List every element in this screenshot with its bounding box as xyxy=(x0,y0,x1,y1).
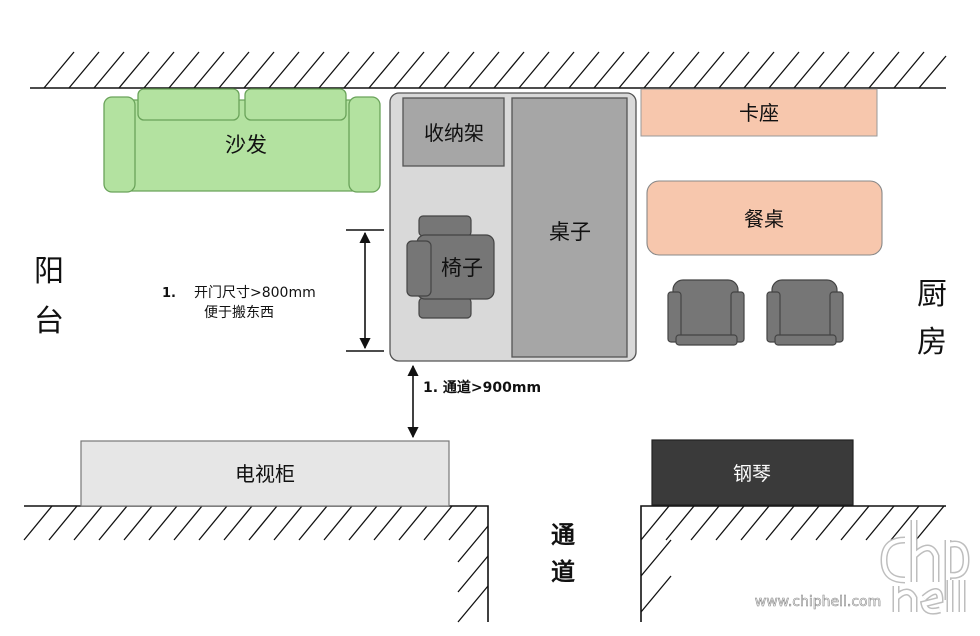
passage-label-1: 通 xyxy=(551,521,575,549)
sofa-label: 沙发 xyxy=(225,133,267,157)
desk-label: 桌子 xyxy=(549,220,591,244)
watermark: www.chiphell.com xyxy=(754,520,970,615)
door-note-line1: 开门尺寸>800mm xyxy=(194,285,316,301)
watermark-site: www.chiphell.com xyxy=(755,594,881,610)
chair-label: 椅子 xyxy=(441,256,483,280)
storage-rack-label: 收纳架 xyxy=(424,121,484,145)
storage-rack xyxy=(402,97,505,167)
dining-chair-left xyxy=(667,279,745,346)
kitchen-label-2: 房 xyxy=(917,325,947,360)
kitchen-label-1: 厨 xyxy=(917,277,947,312)
bottom-right-wall xyxy=(640,505,946,622)
study-chair: 椅子 xyxy=(406,215,495,319)
dining-table xyxy=(646,180,883,256)
passage-label-2: 道 xyxy=(551,558,575,586)
piano-label: 钢琴 xyxy=(733,463,771,485)
study-area: 收纳架 桌子 椅子 xyxy=(389,92,637,362)
door-dimension xyxy=(346,229,384,352)
top-wall xyxy=(30,51,947,89)
balcony-label-2: 台 xyxy=(34,304,64,339)
tv-cabinet-label: 电视柜 xyxy=(235,462,295,486)
desk xyxy=(511,97,628,358)
door-note-number: 1. xyxy=(162,286,176,301)
door-note-line2: 便于搬东西 xyxy=(204,305,274,321)
tv-cabinet xyxy=(80,440,450,507)
sofa: 沙发 xyxy=(103,88,381,193)
booth-seat-label: 卡座 xyxy=(739,101,779,125)
piano xyxy=(651,439,854,506)
bottom-left-wall xyxy=(23,505,489,623)
dining-table-label: 餐桌 xyxy=(744,207,784,231)
aisle-note: 1. 通道>900mm xyxy=(423,379,541,396)
watermark-logo xyxy=(880,520,970,615)
dining-chair-right xyxy=(766,279,844,346)
booth-seat xyxy=(640,88,878,137)
balcony-label-1: 阳 xyxy=(34,254,64,289)
